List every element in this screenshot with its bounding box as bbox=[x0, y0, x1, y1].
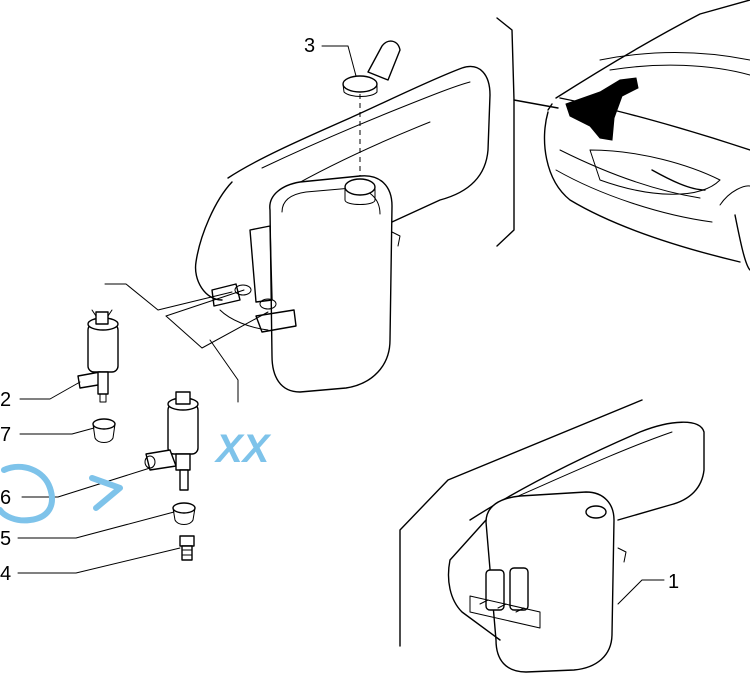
callout-4: 4 bbox=[0, 563, 11, 585]
handwritten-annotation: XX bbox=[0, 427, 272, 524]
callout-3: 3 bbox=[304, 35, 315, 57]
callout-6: 6 bbox=[0, 487, 11, 509]
mount-leader-2 bbox=[165, 311, 269, 349]
mount-leader-4 bbox=[165, 289, 245, 317]
annotation-text: XX bbox=[214, 427, 272, 471]
fitting-4 bbox=[179, 535, 195, 561]
leader-2 bbox=[19, 381, 81, 400]
callout-1: 1 bbox=[668, 571, 679, 593]
grommet-7 bbox=[92, 418, 116, 443]
filler-cap bbox=[342, 40, 401, 97]
reservoir-location-marker bbox=[565, 77, 639, 141]
car-location-inset bbox=[496, 0, 750, 271]
leader-7 bbox=[19, 427, 95, 435]
annotation-arrow bbox=[89, 475, 123, 511]
callout-2: 2 bbox=[0, 389, 11, 411]
leader-5 bbox=[17, 511, 175, 539]
leader-6 bbox=[21, 467, 151, 498]
washer-reservoir-main bbox=[194, 65, 491, 393]
grommet-5 bbox=[172, 502, 196, 525]
mount-leader bbox=[104, 283, 233, 311]
washer-pump-6 bbox=[144, 391, 199, 491]
leader-1 bbox=[617, 579, 665, 605]
callout-7: 7 bbox=[0, 424, 11, 446]
washer-reservoir-assembled bbox=[399, 399, 705, 673]
washer-pump-2 bbox=[77, 309, 119, 403]
leader-4 bbox=[17, 547, 181, 574]
highlight-circle-6 bbox=[0, 463, 55, 524]
leader-3 bbox=[321, 45, 357, 77]
mount-leader-3 bbox=[209, 339, 239, 403]
callout-5: 5 bbox=[0, 528, 11, 550]
